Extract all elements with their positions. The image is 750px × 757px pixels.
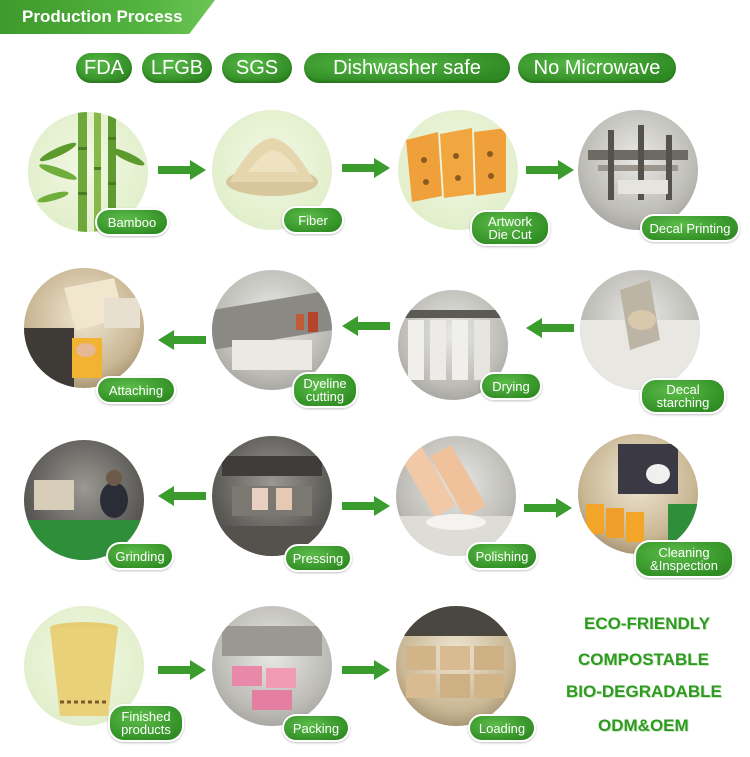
die-cut-sheets-illustration (406, 128, 506, 202)
step-label-cleaning-inspection: Cleaning&Inspection (634, 540, 734, 578)
step-label-pressing: Pressing (284, 544, 352, 572)
arrow-left-icon (158, 330, 206, 350)
step-label-attaching: Attaching (96, 376, 176, 404)
step-label-polishing: Polishing (466, 542, 538, 570)
badge-dishwasher-safe: Dishwasher safe (304, 53, 510, 83)
pressing-image (212, 436, 332, 556)
step-label-drying: Drying (480, 372, 542, 400)
arrow-right-icon (158, 660, 206, 680)
feature-compostable: COMPOSTABLE (578, 650, 709, 669)
fiber-powder-illustration (226, 138, 318, 196)
loading-image (396, 606, 516, 726)
step-label-packing: Packing (282, 714, 350, 742)
arrow-right-icon (342, 660, 390, 680)
arrow-left-icon (158, 486, 206, 506)
cleaning-inspection-image (578, 434, 698, 554)
step-label-bamboo: Bamboo (95, 208, 169, 236)
badge-sgs: SGS (222, 53, 292, 83)
cutting-machine-illustration (212, 290, 332, 370)
header-bar: Production Process (0, 0, 750, 34)
feature-bio-degradable: BIO-DEGRADABLE (566, 682, 722, 701)
step-label-grinding: Grinding (106, 542, 174, 570)
arrow-left-icon (526, 318, 574, 338)
step-label-decal-printing: Decal Printing (640, 214, 740, 242)
arrow-right-icon (526, 160, 574, 180)
badge-no-microwave: No Microwave (518, 53, 676, 83)
attaching-hands-illustration (24, 278, 140, 388)
feature-odm-oem: ODM&OEM (598, 716, 689, 735)
drying-line-illustration (398, 310, 508, 380)
step-label-loading: Loading (468, 714, 536, 742)
step-label-fiber: Fiber (282, 206, 344, 234)
packing-image (212, 606, 332, 726)
dyeline-cutting-image (212, 270, 332, 390)
arrow-right-icon (342, 496, 390, 516)
paper-cup-illustration (50, 622, 118, 716)
badge-fda: FDA (76, 53, 132, 83)
starching-illustration (580, 280, 700, 390)
artwork-image (398, 110, 518, 230)
page-title: Production Process (22, 7, 183, 26)
decal-printing-image (578, 110, 698, 230)
inspection-cups-illustration (586, 444, 698, 544)
press-machine-illustration (212, 456, 332, 556)
arrow-right-icon (158, 160, 206, 180)
badge-lfgb: LFGB (142, 53, 212, 83)
grinding-image (24, 440, 144, 560)
bamboo-image (28, 112, 148, 232)
polishing-image (396, 436, 516, 556)
attaching-image (24, 268, 144, 388)
header-band (0, 0, 215, 34)
polishing-illustration (396, 444, 516, 556)
decal-starching-image (580, 270, 700, 390)
arrow-right-icon (342, 158, 390, 178)
packing-illustration (222, 626, 322, 710)
feature-eco-friendly: ECO-FRIENDLY (584, 614, 710, 633)
printing-machine-illustration (588, 125, 688, 200)
loading-boxes-illustration (396, 606, 516, 698)
arrow-right-icon (524, 498, 572, 518)
arrow-left-icon (342, 316, 390, 336)
bamboo-illustration (37, 112, 145, 232)
